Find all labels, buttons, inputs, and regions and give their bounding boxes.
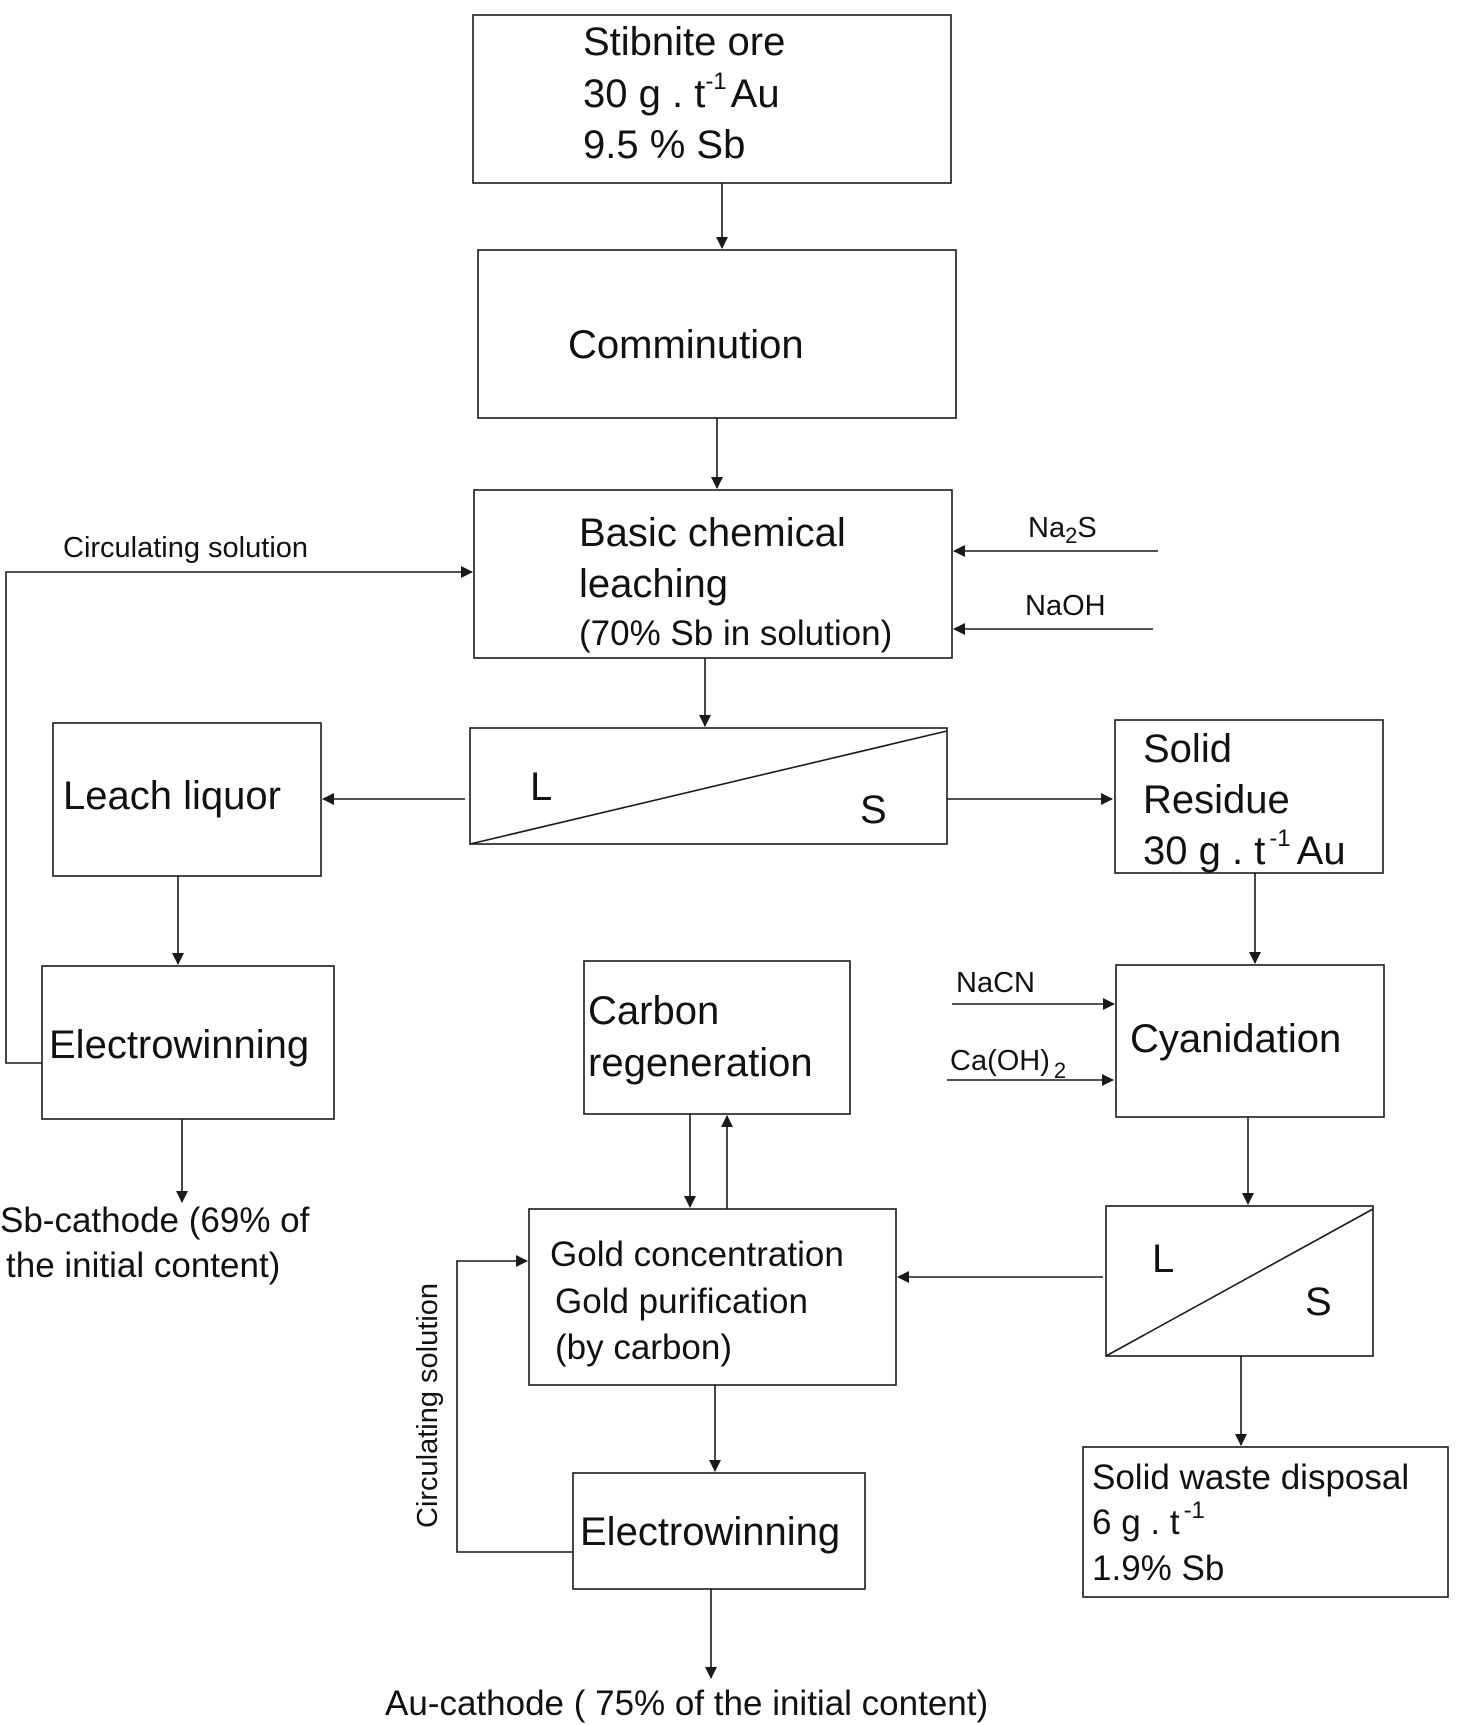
comminution-label: Comminution bbox=[568, 323, 804, 367]
circulating-solution-top-label: Circulating solution bbox=[63, 532, 308, 564]
au-cathode-label: Au-cathode ( 75% of the initial content) bbox=[385, 1684, 988, 1723]
carbon-regeneration-box bbox=[583, 960, 851, 1115]
gold-concentration-line1: Gold concentration bbox=[550, 1235, 844, 1274]
carbon-regeneration-line1: Carbon bbox=[588, 989, 719, 1033]
nacn-label: NaCN bbox=[956, 967, 1035, 999]
sb-cathode-line1: Sb-cathode (69% of bbox=[0, 1201, 310, 1240]
leach-liquor-box bbox=[52, 722, 322, 877]
separator-2-solid-label: S bbox=[1305, 1280, 1332, 1324]
gold-concentration-box bbox=[528, 1208, 897, 1386]
solid-waste-box bbox=[1082, 1446, 1449, 1598]
basic-leaching-line1: Basic chemical bbox=[579, 511, 846, 555]
separator-1-solid-label: S bbox=[860, 788, 887, 832]
circulating-solution-bottom-label: Circulating solution bbox=[412, 1283, 444, 1528]
electrowinning-sb-label: Electrowinning bbox=[49, 1023, 309, 1067]
electrowinning-sb-box bbox=[41, 965, 335, 1120]
sb-cathode-line2: the initial content) bbox=[6, 1246, 280, 1285]
separator-1-diagonal bbox=[469, 730, 948, 845]
solid-residue-line2: Residue bbox=[1143, 778, 1290, 822]
separator-2-diagonal bbox=[1105, 1208, 1374, 1357]
comminution-box bbox=[477, 249, 957, 419]
basic-leaching-box bbox=[473, 489, 953, 659]
circulating-solution-loop-bottom bbox=[456, 1255, 573, 1553]
gold-concentration-line2: Gold purification bbox=[555, 1282, 808, 1321]
stibnite-ore-title: Stibnite ore bbox=[583, 20, 785, 64]
separator-1-liquid-label: L bbox=[530, 765, 552, 809]
na2s-label: Na2S bbox=[1028, 512, 1097, 548]
stibnite-ore-box bbox=[472, 14, 952, 184]
cyanidation-box bbox=[1115, 964, 1385, 1118]
leach-liquor-label: Leach liquor bbox=[63, 774, 281, 818]
basic-leaching-line3: (70% Sb in solution) bbox=[579, 614, 892, 653]
caoh2-label: Ca(OH)2 bbox=[950, 1045, 1066, 1083]
electrowinning-au-label: Electrowinning bbox=[580, 1510, 840, 1554]
gold-concentration-line3: (by carbon) bbox=[555, 1328, 732, 1367]
solid-residue-box bbox=[1114, 719, 1384, 874]
solid-waste-gold-grade: 6 g . t-1 bbox=[1092, 1497, 1205, 1542]
separator-2-liquid-label: L bbox=[1152, 1237, 1174, 1281]
solid-residue-line1: Solid bbox=[1143, 727, 1232, 771]
basic-leaching-line2: leaching bbox=[579, 562, 728, 606]
carbon-regeneration-line2: regeneration bbox=[588, 1041, 813, 1085]
circulating-solution-loop-top bbox=[5, 566, 473, 1064]
solid-waste-line1: Solid waste disposal bbox=[1092, 1458, 1409, 1497]
cyanidation-label: Cyanidation bbox=[1130, 1017, 1341, 1061]
stibnite-ore-sb-grade: 9.5 % Sb bbox=[583, 123, 745, 167]
electrowinning-au-box bbox=[572, 1472, 866, 1590]
naoh-label: NaOH bbox=[1025, 590, 1106, 622]
solid-waste-sb-grade: 1.9% Sb bbox=[1092, 1549, 1224, 1588]
